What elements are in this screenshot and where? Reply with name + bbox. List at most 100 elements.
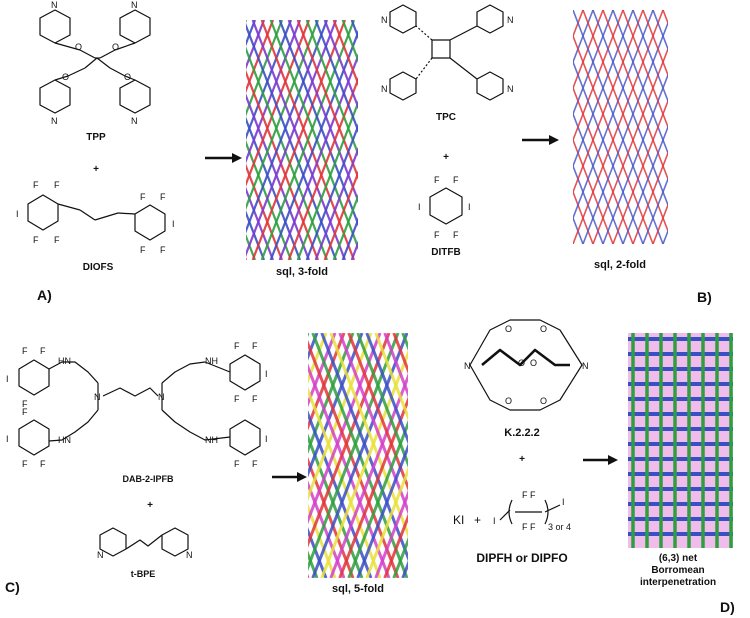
net-strand — [374, 333, 408, 421]
tpp-o-1: O — [75, 42, 82, 52]
diofs-f-3: F — [33, 235, 39, 245]
dipf-f-2: F — [530, 490, 536, 500]
net-strand — [308, 550, 319, 578]
net-strand — [246, 20, 284, 117]
net-strand — [493, 333, 587, 578]
tpp-n-3: N — [51, 116, 58, 126]
net-strand — [314, 146, 358, 260]
net-strand — [246, 20, 302, 164]
net-strand — [379, 20, 471, 260]
net-strand — [246, 20, 320, 211]
tpp-o-4: O — [124, 72, 131, 82]
net-strand — [370, 20, 462, 260]
net-strand — [350, 20, 358, 40]
net-label-d-2: Borromean — [651, 565, 704, 576]
panel-a: N N N N O O O O TPP + I I F F F F F F F … — [16, 0, 534, 303]
net-strand — [466, 333, 560, 578]
net-strand — [723, 10, 750, 244]
dipf-i-2: I — [562, 497, 565, 507]
diofs-i-1: I — [16, 209, 19, 219]
net-strand — [733, 10, 750, 244]
panel-b: N N N N TPC + F F F F I I DITFB sql, 2-f… — [381, 4, 750, 305]
net-strand — [484, 333, 578, 578]
net-strand — [397, 20, 489, 260]
k222-o-5: O — [518, 358, 525, 368]
k222-label: K.2.2.2 — [504, 427, 539, 439]
plus-b: + — [443, 152, 449, 163]
net-a — [246, 20, 534, 260]
tpc-structure — [389, 4, 504, 101]
net-label-d-3: interpenetration — [640, 577, 716, 588]
net-d — [628, 333, 733, 548]
net-strand — [383, 513, 408, 578]
diofs-f-7: F — [140, 245, 146, 255]
tpp-structure — [39, 9, 151, 114]
net-strand — [703, 10, 750, 244]
reaction-arrow-d — [583, 455, 618, 465]
ditfb-f-3: F — [434, 230, 440, 240]
t-bpe-n-1: N — [97, 550, 104, 560]
net-strand — [246, 210, 266, 260]
net-strand — [383, 333, 408, 398]
net-strand — [683, 10, 750, 244]
dab-f-3: F — [22, 399, 28, 409]
k222-o-2: O — [540, 324, 547, 334]
tpc-n-3: N — [381, 84, 388, 94]
net-strand — [314, 20, 358, 134]
net-strand — [374, 490, 408, 578]
net-strand — [457, 333, 551, 578]
net-strand — [693, 10, 750, 244]
net-strand — [401, 333, 408, 351]
dab-f-11: F — [234, 459, 240, 469]
k222-o-1: O — [505, 324, 512, 334]
tpc-n-4: N — [507, 84, 514, 94]
net-strand — [662, 228, 668, 244]
ditfb-i-2: I — [468, 202, 471, 212]
dab-nh-2: NH — [205, 435, 218, 445]
net-strand — [308, 573, 310, 578]
net-strand — [356, 443, 408, 578]
k222-o-4: O — [540, 396, 547, 406]
net-strand — [246, 233, 257, 260]
net-strand — [493, 333, 587, 578]
dab-label: DAB-2-IPFB — [123, 474, 174, 484]
dipf-f-4: F — [530, 522, 536, 532]
dab-f-2: F — [40, 346, 46, 356]
net-strand — [602, 72, 668, 244]
dipf-label: DIPFH or DIPFO — [476, 551, 567, 565]
net-strand — [592, 46, 668, 244]
net-strand — [296, 100, 358, 260]
tpp-label: TPP — [86, 132, 106, 143]
dipf-structure — [499, 499, 561, 525]
net-strand — [673, 10, 750, 244]
k222-o-6: O — [530, 358, 537, 368]
net-strand — [365, 333, 408, 445]
diofs-f-2: F — [54, 180, 60, 190]
diofs-f-1: F — [33, 180, 39, 190]
net-strand — [612, 98, 668, 244]
ditfb-i-1: I — [418, 202, 421, 212]
dipf-f-3: F — [522, 522, 528, 532]
t-bpe-n-2: N — [186, 550, 193, 560]
net-strand — [703, 10, 750, 244]
panel-label-c: C) — [5, 579, 20, 595]
net-c — [308, 333, 587, 578]
net-strand — [332, 20, 358, 87]
net-strand — [379, 20, 471, 260]
plus-a: + — [93, 164, 99, 175]
net-strand — [622, 10, 668, 130]
ditfb-structure — [429, 187, 463, 225]
net-strand — [713, 10, 750, 244]
ditfb-f-4: F — [453, 230, 459, 240]
net-strand — [673, 10, 750, 244]
net-strand — [412, 333, 506, 578]
panel-label-d: D) — [720, 599, 735, 615]
net-label-b: sql, 2-fold — [594, 259, 646, 271]
net-strand — [246, 20, 257, 47]
net-strand — [573, 215, 584, 244]
net-strand — [442, 20, 534, 260]
net-strand — [332, 193, 358, 260]
net-strand — [287, 76, 358, 260]
dab-i-1: I — [6, 374, 9, 384]
plus-d: + — [519, 454, 525, 465]
